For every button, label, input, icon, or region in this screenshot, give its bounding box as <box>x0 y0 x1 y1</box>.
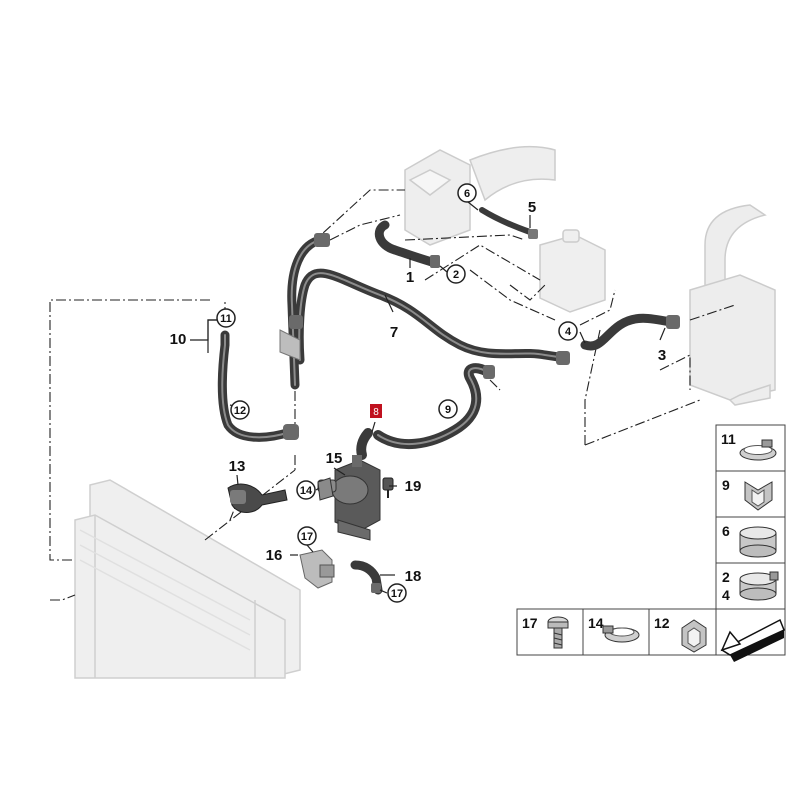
callout-11-text: 11 <box>220 313 232 325</box>
engine-block-ghost <box>404 145 556 246</box>
callout-16: 16 <box>266 547 283 564</box>
band-clamp-icon <box>739 526 777 558</box>
legend-label-17: 17 <box>522 615 538 631</box>
legend-label-9: 9 <box>722 477 730 493</box>
legend-cell-6: 6 <box>722 523 777 558</box>
hose-8 <box>356 428 373 460</box>
hose-12 <box>217 330 299 442</box>
hose-7 <box>294 268 570 365</box>
water-pump-15 <box>317 455 381 541</box>
legend-label-12: 12 <box>654 615 670 631</box>
callout-6: 6 <box>457 183 477 203</box>
callout-13: 13 <box>229 458 246 475</box>
spring-clamp-icon <box>739 439 777 461</box>
legend-cell-12: 12 <box>654 615 707 653</box>
intercooler-ghost <box>689 204 776 406</box>
callout-12: 12 <box>230 400 250 420</box>
radiator-ghost <box>74 479 301 679</box>
callout-9-text: 9 <box>445 404 451 416</box>
legend-cell-9: 9 <box>722 477 773 511</box>
callout-2-text: 2 <box>453 269 459 281</box>
legend-cell-17: 17 <box>522 615 569 649</box>
callout-2: 2 <box>446 264 466 284</box>
legend-label-11: 11 <box>721 431 736 447</box>
callout-17-upper-text: 17 <box>301 531 313 543</box>
hose-upper-left <box>279 233 330 390</box>
expansion-tank-ghost <box>539 229 606 313</box>
legend-label-2: 2 <box>722 569 730 585</box>
callout-17-lower-text: 17 <box>391 588 403 600</box>
callout-17-upper: 17 <box>297 526 317 546</box>
callout-6-text: 6 <box>464 188 470 200</box>
retaining-clip-icon <box>681 619 707 653</box>
callout-4: 4 <box>558 321 578 341</box>
callout-8-highlight: 8 <box>370 404 382 418</box>
callout-10: 10 <box>170 331 187 348</box>
callout-8: 8 <box>373 407 379 418</box>
callout-12-text: 12 <box>234 405 246 417</box>
callout-9: 9 <box>438 399 458 419</box>
callout-14-text: 14 <box>300 485 313 497</box>
legend-cell-14: 14 <box>588 615 640 643</box>
connector-13 <box>227 483 288 513</box>
screw-icon <box>547 616 569 649</box>
callout-7: 7 <box>390 324 398 341</box>
callout-19: 19 <box>405 478 422 495</box>
callout-1: 1 <box>406 269 414 286</box>
callout-17-lower: 17 <box>387 583 407 603</box>
callout-15: 15 <box>326 450 343 467</box>
hose-3 <box>580 313 680 351</box>
callout-5: 5 <box>528 199 536 216</box>
hose-1 <box>374 220 440 268</box>
legend-label-4: 4 <box>722 587 730 603</box>
callout-18: 18 <box>405 568 422 585</box>
band-clamp-small-icon <box>739 571 779 601</box>
hose-clip-icon <box>744 481 773 511</box>
adapter-14 <box>317 477 334 501</box>
callout-14: 14 <box>296 480 316 500</box>
legend-cell-direction <box>720 618 785 662</box>
legend-cell-2-4: 2 4 <box>722 569 779 603</box>
hose-9 <box>373 363 495 450</box>
hose-18 <box>350 560 383 595</box>
hose-5 <box>479 207 538 239</box>
direction-arrow-icon <box>720 618 785 662</box>
callout-11: 11 <box>216 308 236 328</box>
legend-label-14: 14 <box>588 615 604 631</box>
callout-3: 3 <box>658 347 666 364</box>
legend-cell-11: 11 <box>721 431 777 461</box>
legend-label-6: 6 <box>722 523 730 539</box>
parts-legend-table: 11 9 6 2 4 <box>516 424 786 662</box>
bracket-16 <box>299 549 335 589</box>
wire-clamp-icon <box>602 625 640 643</box>
callout-labels: 1 2 3 4 5 6 7 8 9 10 11 <box>170 183 666 603</box>
sensor-19 <box>382 477 394 498</box>
callout-4-text: 4 <box>565 326 572 338</box>
